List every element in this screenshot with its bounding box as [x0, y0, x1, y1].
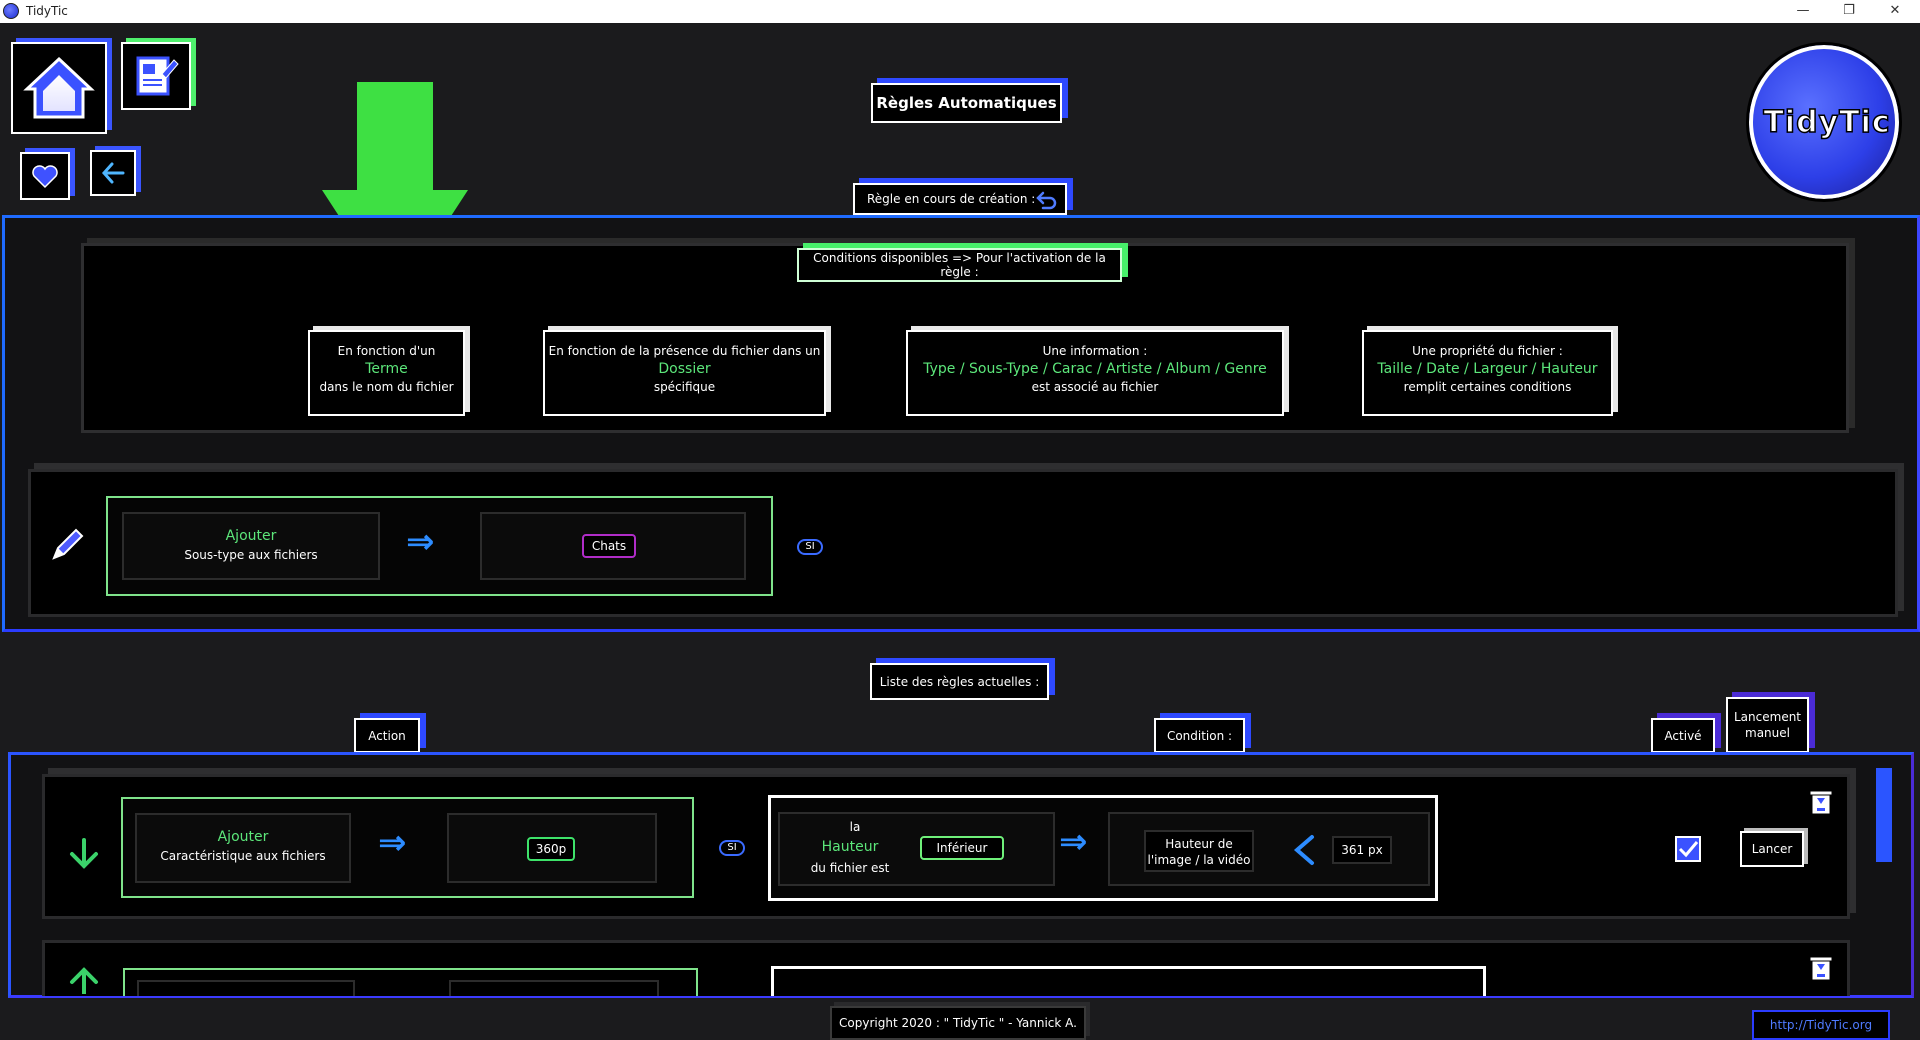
- cond-line1: la: [849, 820, 861, 834]
- rules-list-heading: Liste des règles actuelles :: [870, 663, 1049, 700]
- condition-card-folder[interactable]: En fonction de la présence du fichier da…: [543, 330, 826, 416]
- trash-icon[interactable]: [1806, 952, 1836, 982]
- condition-card-information[interactable]: Une information : Type / Sous-Type / Car…: [906, 330, 1284, 416]
- pencil-icon[interactable]: [48, 524, 88, 564]
- rule-action-sub: Caractéristique aux fichiers: [160, 849, 326, 863]
- card-line3: spécifique: [653, 380, 716, 394]
- rule-action-cell[interactable]: Ajouter Caractéristique aux fichiers: [135, 813, 351, 883]
- si-badge: SI: [797, 539, 823, 555]
- card-line1: En fonction d'un: [337, 344, 436, 358]
- undo-icon[interactable]: [1035, 190, 1057, 210]
- trash-icon[interactable]: [1806, 786, 1836, 816]
- app-icon: [3, 3, 19, 19]
- rule-value-cell[interactable]: 360p: [447, 813, 657, 883]
- column-manual-launch: Lancement manuel: [1726, 697, 1809, 753]
- card-line3: est associé au fichier: [1031, 380, 1159, 394]
- draft-value-chip: Chats: [582, 534, 636, 558]
- threshold-value: 361 px: [1332, 836, 1392, 864]
- rule-condition-frame: la Hauteur du fichier est Inférieur ⇒ Ha…: [768, 795, 1438, 901]
- draft-action-sub: Sous-type aux fichiers: [184, 548, 318, 562]
- heart-icon: [32, 165, 58, 189]
- active-checkbox[interactable]: [1674, 835, 1702, 863]
- rule-action-title: Ajouter: [217, 829, 269, 845]
- column-action: Action: [354, 718, 420, 753]
- edit-rules-button[interactable]: [121, 42, 191, 110]
- page-title: Règles Automatiques: [871, 83, 1062, 123]
- conditions-heading: Conditions disponibles => Pour l'activat…: [797, 248, 1122, 282]
- back-button[interactable]: [90, 150, 136, 196]
- card-highlight: Taille / Date / Largeur / Hauteur: [1377, 361, 1598, 377]
- card-line3: dans le nom du fichier: [319, 380, 454, 394]
- move-up-icon[interactable]: [66, 964, 102, 994]
- arrow-right-icon: ⇒: [378, 823, 407, 863]
- favorites-button[interactable]: [20, 152, 70, 200]
- rule-action-frame: [123, 968, 698, 996]
- column-active: Activé: [1651, 718, 1715, 753]
- card-line1: Une propriété du fichier :: [1412, 344, 1563, 358]
- cond-highlight: Hauteur: [821, 839, 879, 855]
- less-than-icon: [1293, 835, 1314, 865]
- minimize-button[interactable]: —: [1796, 3, 1810, 18]
- comparator-chip[interactable]: Inférieur: [920, 836, 1004, 860]
- website-link[interactable]: http://TidyTic.org: [1752, 1010, 1890, 1040]
- rule-action-cell: [137, 980, 355, 996]
- window-title: TidyTic: [26, 4, 68, 18]
- green-down-arrow-icon: [322, 82, 468, 302]
- arrow-right-icon: ⇒: [406, 522, 435, 562]
- home-icon: [23, 56, 95, 119]
- edit-document-icon: [136, 56, 179, 96]
- rule-in-progress-label: Règle en cours de création :: [867, 192, 1036, 206]
- logo-text: TidyTic: [1763, 104, 1891, 141]
- draft-action-title: Ajouter: [225, 528, 277, 544]
- card-highlight: Terme: [365, 361, 408, 377]
- card-line1: En fonction de la présence du fichier da…: [548, 344, 821, 358]
- copyright: Copyright 2020 : " TidyTic " - Yannick A…: [830, 1006, 1086, 1040]
- scrollbar-thumb[interactable]: [1876, 768, 1892, 862]
- card-highlight: Type / Sous-Type / Carac / Artiste / Alb…: [923, 361, 1267, 377]
- rule-in-progress-tab: Règle en cours de création :: [853, 183, 1067, 215]
- rule-value-chip: 360p: [527, 837, 575, 861]
- title-bar: TidyTic — ❐ ✕: [0, 0, 1920, 23]
- restore-button[interactable]: ❐: [1843, 3, 1855, 18]
- arrow-right-icon: ⇒: [1059, 822, 1088, 862]
- column-condition: Condition :: [1154, 718, 1245, 753]
- rule-value-cell: [449, 980, 659, 996]
- si-badge: SI: [719, 840, 745, 856]
- move-down-icon[interactable]: [66, 836, 102, 872]
- condition-card-term[interactable]: En fonction d'un Terme dans le nom du fi…: [308, 330, 465, 416]
- tidytic-logo: TidyTic: [1746, 42, 1902, 202]
- rule-action-frame: Ajouter Caractéristique aux fichiers ⇒ 3…: [121, 797, 694, 898]
- rule-threshold-cell[interactable]: Hauteur de l'image / la vidéo 361 px: [1108, 812, 1430, 886]
- cond-line3: du fichier est: [810, 861, 890, 875]
- condition-card-property[interactable]: Une propriété du fichier : Taille / Date…: [1362, 330, 1613, 416]
- draft-value-cell[interactable]: Chats: [480, 512, 746, 580]
- draft-action-cell[interactable]: Ajouter Sous-type aux fichiers: [122, 512, 380, 580]
- launch-button[interactable]: Lancer: [1740, 831, 1804, 867]
- card-line1: Une information :: [1042, 344, 1148, 358]
- card-line3: remplit certaines conditions: [1403, 380, 1572, 394]
- draft-action-frame: Ajouter Sous-type aux fichiers ⇒ Chats: [106, 496, 773, 596]
- target-label: Hauteur de l'image / la vidéo: [1144, 830, 1254, 872]
- arrow-left-icon: [101, 162, 125, 184]
- home-button[interactable]: [11, 42, 107, 134]
- rule-condition-frame: [771, 966, 1486, 996]
- close-button[interactable]: ✕: [1889, 3, 1901, 18]
- rule-row: [42, 940, 1850, 996]
- rule-condition-cell[interactable]: la Hauteur du fichier est Inférieur: [778, 812, 1055, 886]
- card-highlight: Dossier: [658, 361, 711, 377]
